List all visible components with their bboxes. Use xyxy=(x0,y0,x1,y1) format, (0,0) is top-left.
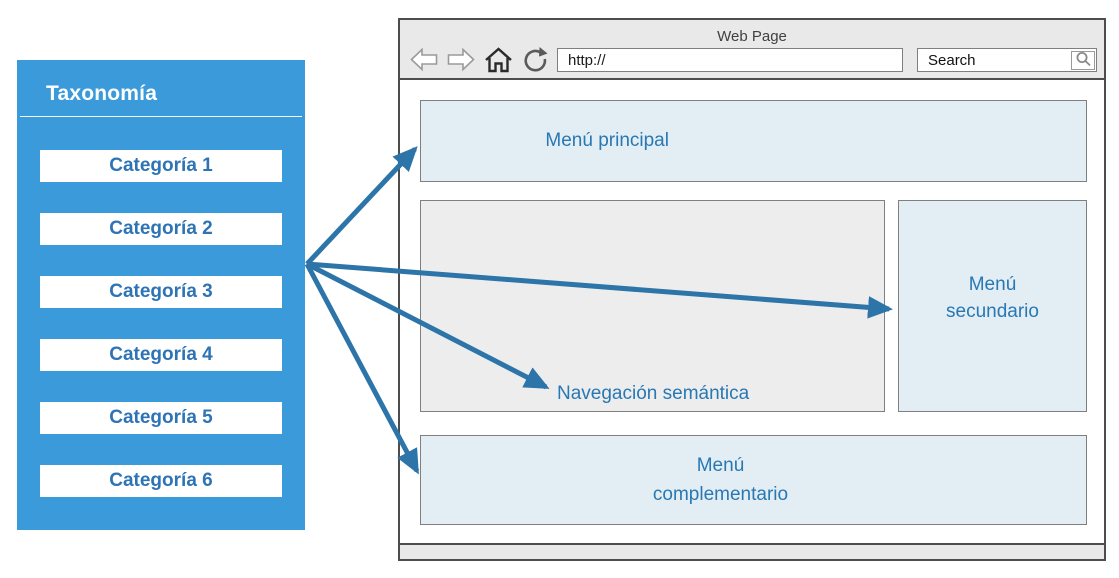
search-button[interactable] xyxy=(1071,50,1095,70)
category-button-4[interactable]: Categoría 4 xyxy=(40,339,282,371)
back-button[interactable] xyxy=(409,46,439,76)
menu-principal-region[interactable]: Menú principal xyxy=(420,100,1087,182)
search-box xyxy=(917,48,1097,72)
browser-toolbar xyxy=(400,46,1104,76)
forward-arrow-icon xyxy=(446,46,476,76)
menu-complementario-label-line1: Menú xyxy=(696,455,745,476)
taxonomy-panel: Taxonomía Categoría 1 Categoría 2 Catego… xyxy=(17,60,305,530)
category-button-1[interactable]: Categoría 1 xyxy=(40,150,282,182)
forward-button[interactable] xyxy=(446,46,476,76)
menu-complementario-region[interactable]: Menú complementario xyxy=(420,435,1087,525)
home-icon xyxy=(483,46,514,76)
menu-complementario-label-line2: complementario xyxy=(652,484,789,505)
home-button[interactable] xyxy=(483,46,514,76)
taxonomy-divider xyxy=(20,116,302,117)
category-button-6[interactable]: Categoría 6 xyxy=(40,465,282,497)
menu-secundario-region[interactable]: Menú secundario xyxy=(898,200,1087,412)
magnifier-icon xyxy=(1074,51,1092,70)
browser-title: Web Page xyxy=(717,28,787,45)
search-input[interactable] xyxy=(918,50,1071,70)
navegacion-semantica-label: Navegación semántica xyxy=(557,383,750,404)
refresh-icon xyxy=(521,46,549,77)
address-input[interactable] xyxy=(557,48,903,72)
menu-secundario-label-line2: secundario xyxy=(946,301,1039,322)
browser-status-bar xyxy=(400,543,1104,559)
back-arrow-icon xyxy=(409,46,439,76)
navegacion-semantica-region[interactable]: Navegación semántica xyxy=(420,200,885,412)
refresh-button[interactable] xyxy=(521,46,549,77)
menu-secundario-label-line1: Menú xyxy=(968,274,1017,295)
category-button-5[interactable]: Categoría 5 xyxy=(40,402,282,434)
category-button-3[interactable]: Categoría 3 xyxy=(40,276,282,308)
category-button-2[interactable]: Categoría 2 xyxy=(40,213,282,245)
browser-window: Web Page xyxy=(398,18,1106,561)
browser-chrome: Web Page xyxy=(400,20,1104,80)
menu-principal-label: Menú principal xyxy=(545,130,669,151)
taxonomy-title: Taxonomía xyxy=(46,82,158,105)
